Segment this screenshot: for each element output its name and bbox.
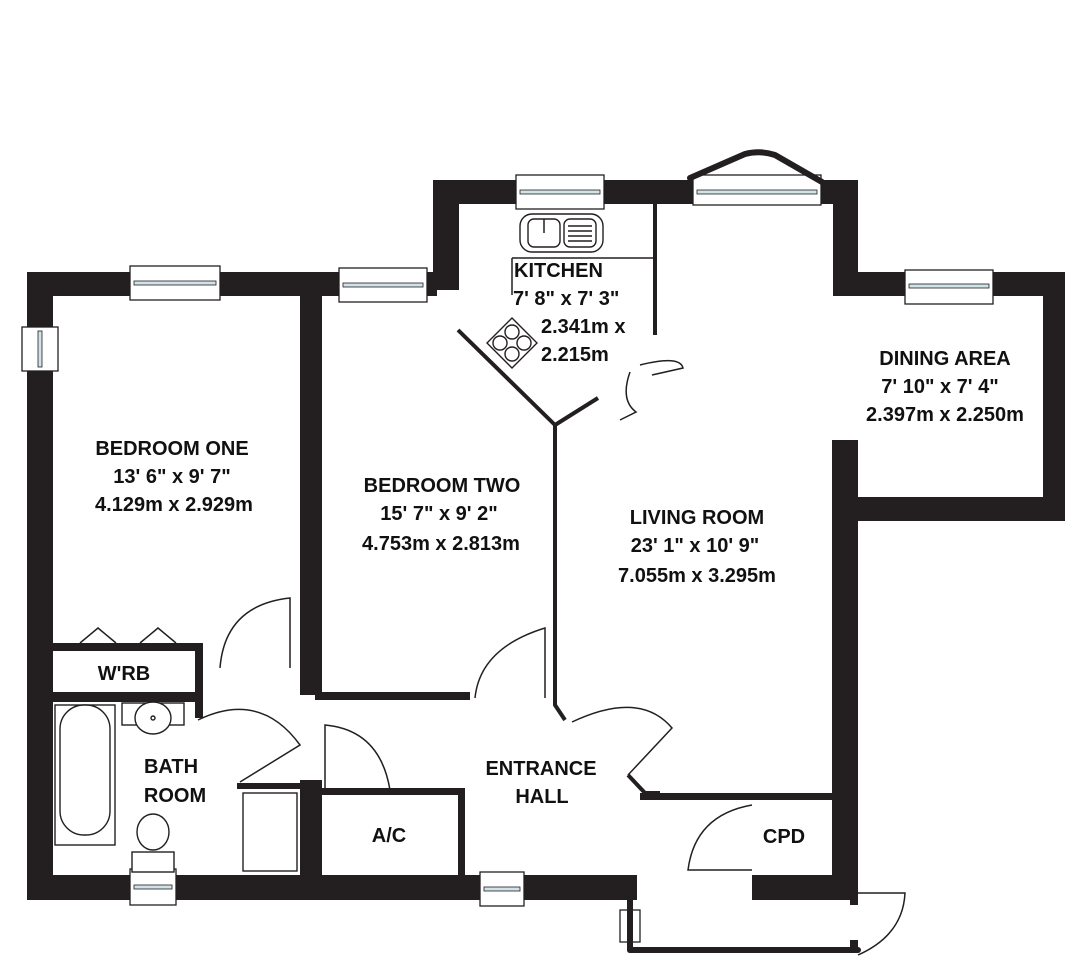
washbasin-icon [121,701,185,735]
hall-name-1: ENTRANCE [485,758,596,780]
dining-name: DINING AREA [879,348,1010,370]
wardrobe-doors-icon [79,627,177,644]
label-living-room: LIVING ROOM 23' 1" x 10' 9" 7.055m x 3.2… [618,507,776,587]
wardrobe-label: W'RB [98,663,151,685]
door-living [571,706,674,776]
bathroom-name-1: BATH [144,756,198,778]
label-entrance-hall: ENTRANCE HALL [485,758,596,808]
window-bedroom-two [338,267,428,303]
door-kitchen [619,359,684,421]
window-bedroom-one-top [129,265,221,301]
bathroom-name-2: ROOM [144,785,206,807]
doors[interactable] [197,359,753,871]
hall-name-2: HALL [515,786,568,808]
window-kitchen [515,174,605,210]
bay-window-icon [687,149,825,185]
living-metric: 7.055m x 3.295m [618,565,776,587]
window-living-bay [692,174,822,206]
bathtub-icon [54,704,116,846]
door-bedroom-one [219,597,291,669]
label-bathroom: BATH ROOM [144,756,206,807]
windows [21,149,994,943]
kitchen-metric-1: 2.341m x [541,316,626,338]
room-labels: KITCHEN 7' 8" x 7' 3" 2.341m x 2.215m DI… [95,260,1024,848]
bedroom-two-imperial: 15' 7" x 9' 2" [380,503,497,525]
kitchen-imperial: 7' 8" x 7' 3" [513,288,619,310]
cabinet-icon [242,792,298,872]
bedroom-one-metric: 4.129m x 2.929m [95,494,253,516]
dining-metric: 2.397m x 2.250m [866,404,1024,426]
label-bedroom-one: BEDROOM ONE 13' 6" x 9' 7" 4.129m x 2.92… [95,438,253,516]
living-name: LIVING ROOM [630,507,764,529]
window-bedroom-one-side [21,326,59,372]
bedroom-one-name: BEDROOM ONE [95,438,248,460]
living-imperial: 23' 1" x 10' 9" [631,535,760,557]
bedroom-two-name: BEDROOM TWO [364,475,521,497]
sink-icon [519,213,604,253]
label-kitchen: KITCHEN 7' 8" x 7' 3" 2.341m x 2.215m [513,260,626,366]
window-hall [479,871,525,907]
bedroom-one-imperial: 13' 6" x 9' 7" [113,466,230,488]
door-bedroom-two [474,626,546,699]
door-ac [324,724,391,791]
door-bathroom [197,708,302,783]
label-dining-area: DINING AREA 7' 10" x 7' 4" 2.397m x 2.25… [866,348,1024,426]
ac-label: A/C [372,825,406,847]
window-dining [904,269,994,305]
interior-thin-walls [456,200,660,795]
label-bedroom-two: BEDROOM TWO 15' 7" x 9' 2" 4.753m x 2.81… [362,475,520,555]
door-cpd [687,804,753,871]
kitchen-metric-2: 2.215m [541,344,609,366]
cpd-label: CPD [763,826,805,848]
dining-imperial: 7' 10" x 7' 4" [881,376,998,398]
porch [627,892,906,956]
kitchen-name: KITCHEN [514,260,603,282]
toilet-icon [131,813,175,873]
fixtures [54,213,604,873]
hob-icon [486,317,538,369]
window-bathroom [129,868,177,906]
bedroom-two-metric: 4.753m x 2.813m [362,533,520,555]
